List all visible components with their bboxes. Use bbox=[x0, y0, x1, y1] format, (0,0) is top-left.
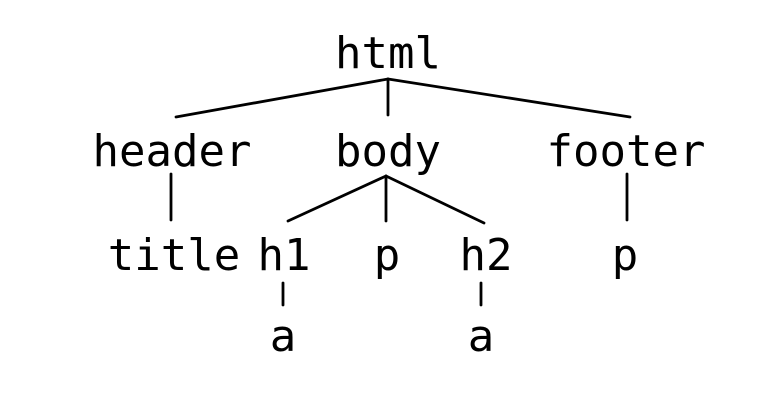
node-footer: footer bbox=[547, 126, 706, 177]
edge-html-header bbox=[174, 77, 390, 119]
node-html: html bbox=[335, 28, 441, 79]
node-p-footer: p bbox=[612, 230, 639, 281]
edge-html-footer bbox=[386, 77, 632, 119]
node-body: body bbox=[335, 126, 441, 177]
node-header: header bbox=[93, 126, 252, 177]
node-title: title bbox=[108, 230, 240, 281]
node-p-body: p bbox=[374, 230, 401, 281]
node-a-highlighted: a bbox=[468, 311, 495, 362]
node-h1: h1 bbox=[258, 230, 311, 281]
edge-body-h2 bbox=[384, 174, 486, 225]
node-h2: h2 bbox=[460, 230, 513, 281]
node-a-black: a bbox=[270, 311, 297, 362]
edge-body-h1 bbox=[286, 174, 388, 223]
